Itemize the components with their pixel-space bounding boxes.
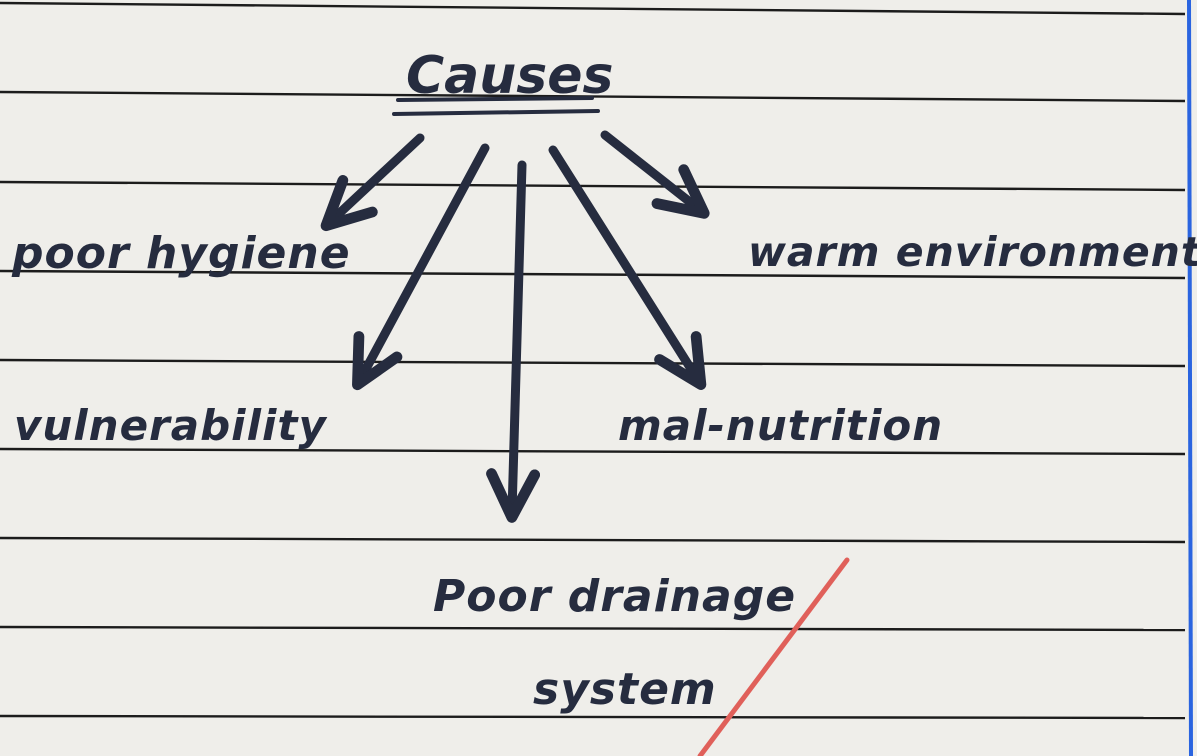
arrow-to-warm-environment <box>600 130 710 219</box>
ruled-line <box>0 625 1186 632</box>
node-warm-environment: warm environment <box>748 228 1197 276</box>
diagram-title: Causes <box>406 46 614 106</box>
diagram-arrows <box>320 130 710 523</box>
node-poor-drainage-line2: system <box>533 664 717 715</box>
red-pen-mark <box>697 557 850 756</box>
node-poor-hygiene: poor hygiene <box>12 228 351 279</box>
arrow-to-vulnerability <box>352 143 490 391</box>
ruled-line <box>0 180 1186 192</box>
arrow-to-poor-hygiene <box>320 133 425 232</box>
ruled-line <box>0 447 1186 456</box>
ruled-line <box>0 358 1186 368</box>
arrow-to-poor-drainage <box>486 160 541 523</box>
ruled-line <box>0 1 1186 16</box>
node-poor-drainage-line1: Poor drainage <box>433 571 797 622</box>
margin-line <box>1187 0 1193 756</box>
ruled-line <box>0 536 1186 544</box>
node-malnutrition: mal-nutrition <box>618 401 944 450</box>
ruled-line <box>0 269 1186 280</box>
arrow-to-malnutrition <box>548 145 707 390</box>
ruled-line <box>0 714 1186 720</box>
ruled-lines <box>0 1 1186 720</box>
node-vulnerability: vulnerability <box>14 401 327 450</box>
title-underline <box>392 96 600 116</box>
